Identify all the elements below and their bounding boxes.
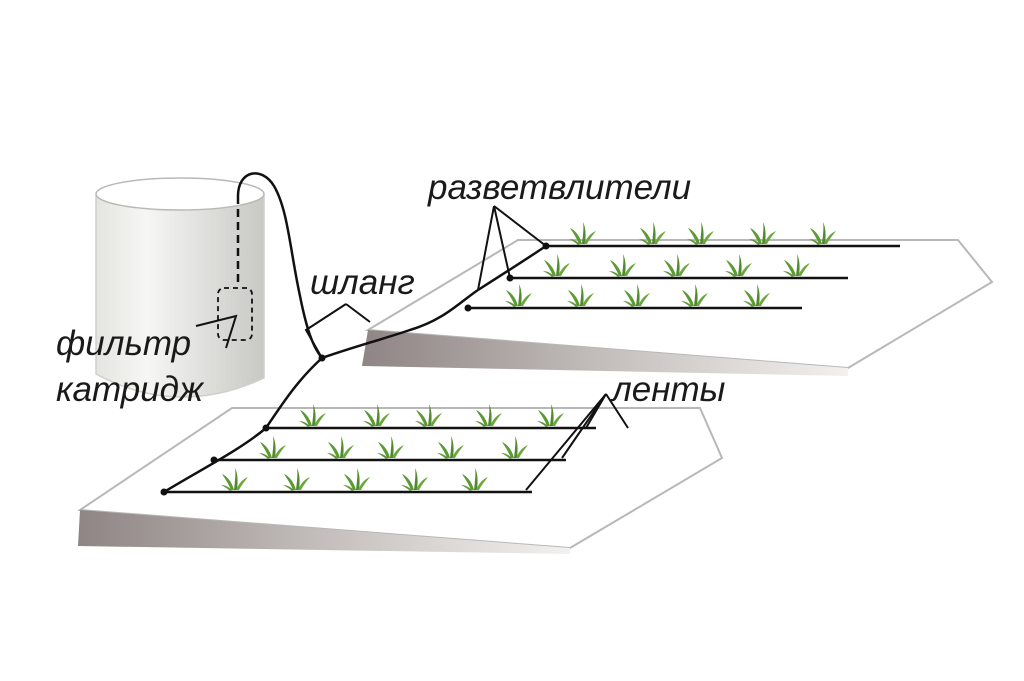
leader-lines: [195, 205, 629, 491]
front-bed-front: [78, 510, 570, 554]
tapes-label: ленты: [612, 370, 726, 409]
back-garden-bed: [362, 239, 994, 376]
back-bed-top: [364, 239, 994, 370]
front-bed-drip-tapes: [164, 426, 596, 494]
front-garden-bed: [77, 407, 724, 554]
hose: [163, 172, 547, 494]
filter-label: фильтр: [56, 324, 192, 363]
splitter-joints: [160, 242, 550, 496]
hose-label: шланг: [310, 263, 415, 302]
back-bed-front: [362, 330, 848, 376]
back-bed-drip-tapes: [468, 244, 900, 310]
cartridge-label: катридж: [56, 370, 204, 409]
splitters-label: разветвлители: [428, 168, 692, 207]
filter-cartridge-icon: [217, 196, 253, 341]
water-barrel-icon: [95, 177, 265, 398]
front-bed-top: [77, 407, 724, 550]
